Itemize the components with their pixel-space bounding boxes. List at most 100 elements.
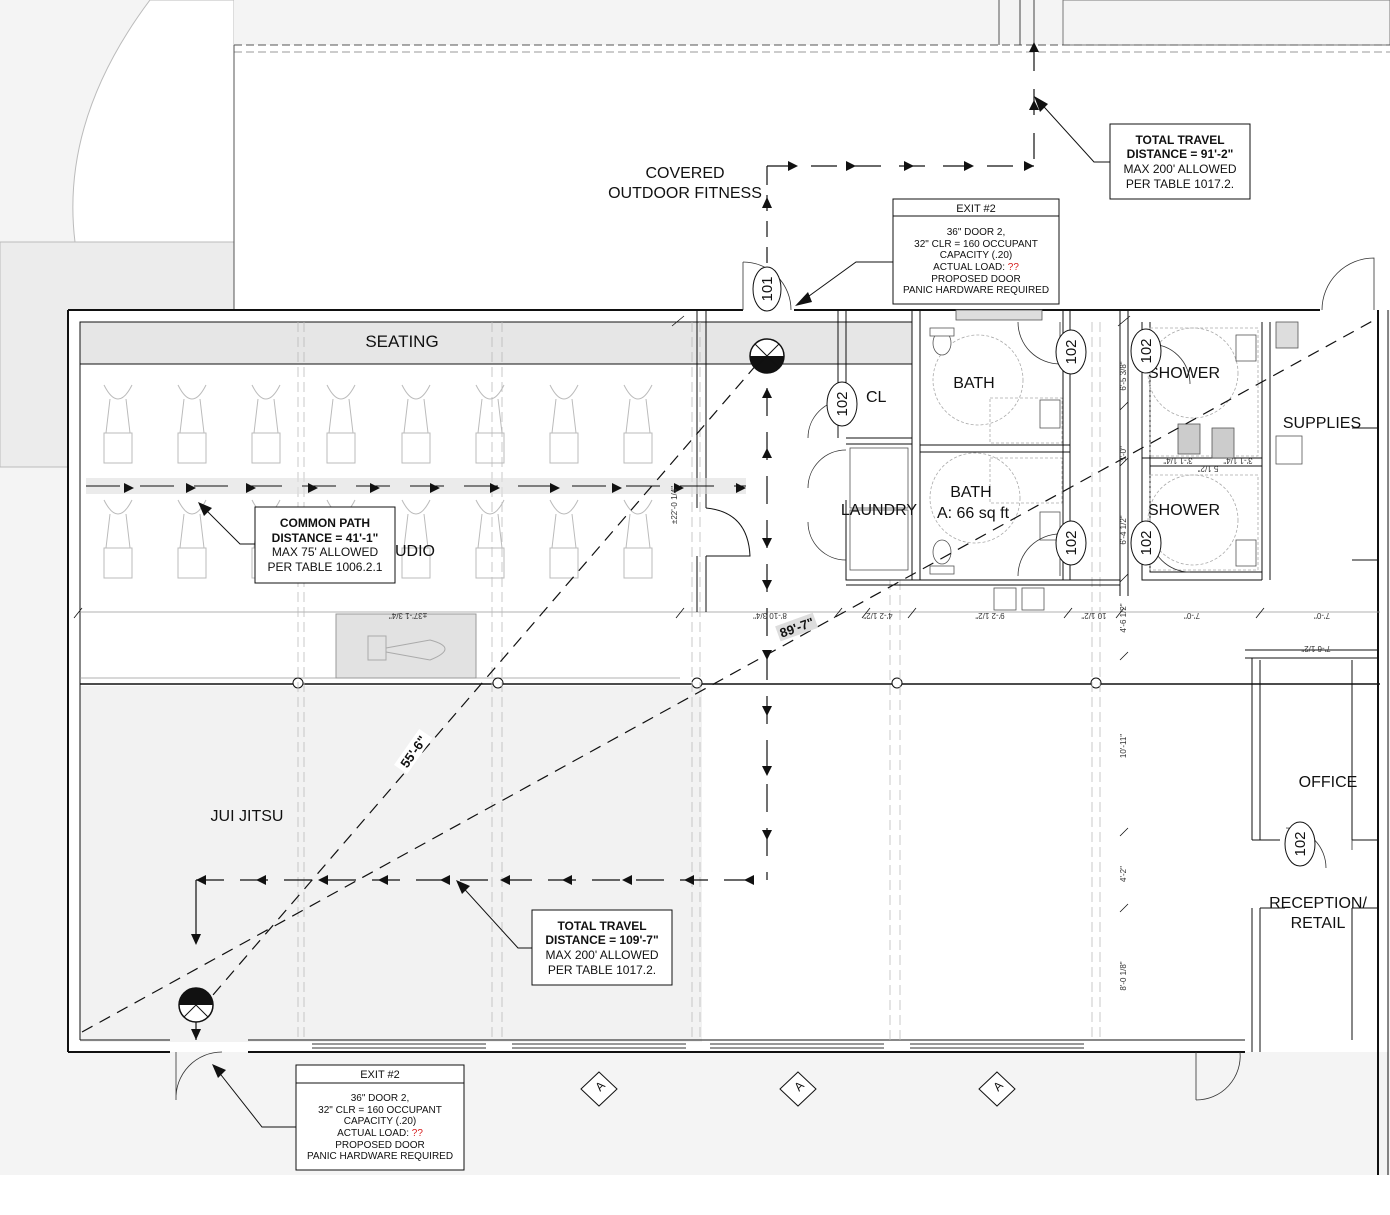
dimension-ticks: [73, 315, 1265, 913]
bike-icon: [401, 384, 431, 464]
exit-bottom-line3: CAPACITY (.20): [344, 1116, 416, 1127]
dim-7-6: 7'-6 1/2": [1301, 644, 1330, 653]
egress-arrowheads: [124, 42, 1039, 1040]
dim-10-11: 10'-11": [1119, 734, 1128, 758]
dim-7-0b: 7'-0": [1314, 611, 1330, 620]
exit-bottom-line4: ACTUAL LOAD: ??: [337, 1128, 423, 1139]
grid-tag-a-3: A: [978, 1071, 1016, 1107]
exit-top-line5: PROPOSED DOOR: [931, 274, 1020, 285]
travel-top-line3: MAX 200' ALLOWED: [1123, 162, 1236, 176]
door-tag-102-office-text: 102: [1292, 831, 1309, 856]
door-tag-102-office: 102: [1284, 821, 1316, 867]
door-tag-102-bath-upper: 102: [1055, 329, 1087, 375]
dim-6-5: 6'-5 3/8": [1119, 361, 1128, 390]
callout-travel-top: TOTAL TRAVEL DISTANCE = 91'-2" MAX 200' …: [1109, 123, 1251, 200]
exit-bottom-actual-label: ACTUAL LOAD:: [337, 1128, 412, 1139]
dim-22: ±22'-0 1/4": [670, 486, 679, 524]
leader-arrowheads: [198, 96, 1048, 1078]
laundry-label: LAUNDRY: [841, 502, 918, 519]
exit-bottom-line6: PANIC HARDWARE REQUIRED: [307, 1151, 453, 1162]
exit-top-line3: CAPACITY (.20): [940, 250, 1012, 261]
door-tags: 101 102 102 102 102 102 102: [752, 266, 1316, 867]
exit-top-line1: 36" DOOR 2,: [947, 227, 1006, 238]
dim-5-12: 5 1/2": [1198, 464, 1219, 473]
exit-symbol-bottom: [178, 987, 214, 1023]
dim-6-4: 6'-4 1/2": [1119, 515, 1128, 544]
exit-bottom-line1: 36" DOOR 2,: [351, 1093, 410, 1104]
exit-bottom-title: EXIT #2: [360, 1069, 400, 1081]
bike-icon: [401, 499, 431, 579]
covered-outdoor-label-2: OUTDOOR FITNESS: [608, 185, 762, 202]
callout-exit-bottom: EXIT #2 36" DOOR 2, 32" CLR = 160 OCCUPA…: [295, 1064, 465, 1171]
jui-jitsu-label: JUI JITSU: [211, 808, 284, 825]
dim-7-0a: 7'-0": [1184, 611, 1200, 620]
bath-lower-label: BATH: [950, 484, 991, 501]
callout-travel-bottom: TOTAL TRAVEL DISTANCE = 109'-7" MAX 200'…: [531, 909, 673, 986]
room-labels: COVERED OUTDOOR FITNESS SEATING UDIO JUI…: [211, 165, 1368, 932]
dim-8-10: 8'-10 3/4": [753, 611, 787, 620]
travel-top-line2: DISTANCE = 91'-2": [1127, 147, 1234, 161]
dim-4-2v: 4'-2": [1119, 866, 1128, 882]
reception-label-2: RETAIL: [1291, 915, 1346, 932]
travel-bottom-line2: DISTANCE = 109'-7": [545, 933, 658, 947]
exit-bottom-line5: PROPOSED DOOR: [335, 1140, 424, 1151]
seating-label: SEATING: [365, 332, 438, 351]
travel-bottom-line3: MAX 200' ALLOWED: [545, 948, 658, 962]
door-tag-102-shower-lower: 102: [1130, 520, 1162, 566]
covered-outdoor-label-1: COVERED: [645, 165, 724, 182]
bike-icon: [103, 499, 133, 579]
exit-top-title: EXIT #2: [956, 203, 996, 215]
bike-icon: [103, 384, 133, 464]
studio-label: UDIO: [395, 543, 435, 560]
seating-area: [79, 321, 913, 365]
exit-top-line6: PANIC HARDWARE REQUIRED: [903, 285, 1049, 296]
bike-icon: [177, 384, 207, 464]
dim-8-0: 8'-0 1/8": [1119, 961, 1128, 990]
door-tag-102-bath-lower-text: 102: [1063, 530, 1080, 555]
dim-4-2: 4'-2 1/2": [863, 611, 892, 620]
bike-icon: [549, 384, 579, 464]
exit-symbol-top: [749, 338, 785, 374]
shower-upper-label: SHOWER: [1148, 365, 1220, 382]
bike-icon: [475, 384, 505, 464]
door-tag-102-shower-upper: 102: [1130, 328, 1162, 374]
travel-bottom-line4: PER TABLE 1017.2.: [548, 963, 656, 977]
reception-label-1: RECEPTION/: [1269, 895, 1367, 912]
bike-icon: [623, 384, 653, 464]
grid-tags: A A A: [580, 1071, 1016, 1107]
building: [67, 257, 1389, 1175]
door-tag-102-bath-lower: 102: [1055, 520, 1087, 566]
travel-bottom-line1: TOTAL TRAVEL: [557, 919, 646, 933]
dim-37: ±37'-1 3/4": [389, 611, 427, 620]
exit-bottom-actual-value: ??: [412, 1128, 424, 1139]
callout-common-path: COMMON PATH DISTANCE = 41'-1" MAX 75' AL…: [254, 506, 396, 584]
exit-bottom-line2: 32" CLR = 160 OCCUPANT: [318, 1105, 442, 1116]
bike-icon: [177, 499, 207, 579]
bike-icon: [623, 499, 653, 579]
travel-top-line1: TOTAL TRAVEL: [1135, 133, 1224, 147]
bike-icon: [326, 384, 356, 464]
door-tag-102-cl-text: 102: [834, 391, 851, 416]
bike-icon: [475, 499, 505, 579]
common-path-line4: PER TABLE 1006.2.1: [268, 560, 383, 574]
dim-3-0: 3'-0": [1119, 446, 1128, 462]
callout-exit-top: EXIT #2 36" DOOR 2, 32" CLR = 160 OCCUPA…: [892, 198, 1060, 305]
shower-lower-label: SHOWER: [1148, 502, 1220, 519]
bike-icon: [549, 499, 579, 579]
exit-top-line4: ACTUAL LOAD: ??: [933, 262, 1019, 273]
dim-4-6: 4'-6 1/2": [1119, 603, 1128, 632]
common-path-line2: DISTANCE = 41'-1": [272, 531, 379, 545]
egress-path: [81, 45, 1379, 1040]
door-tag-102-shower-upper-text: 102: [1138, 338, 1155, 363]
exit-top-actual-label: ACTUAL LOAD:: [933, 262, 1008, 273]
dim-9-2: 9'-2 1/2": [975, 611, 1004, 620]
door-tag-101-text: 101: [759, 276, 776, 301]
bath-upper-label: BATH: [953, 375, 994, 392]
door-tag-102-shower-lower-text: 102: [1138, 530, 1155, 555]
dim-3-1b: 3'-1 1/4": [1223, 456, 1252, 465]
grid-tag-a-2: A: [779, 1071, 817, 1107]
bike-icon: [251, 384, 281, 464]
travel-top-line4: PER TABLE 1017.2.: [1126, 177, 1234, 191]
grid-tag-a-1: A: [580, 1071, 618, 1107]
